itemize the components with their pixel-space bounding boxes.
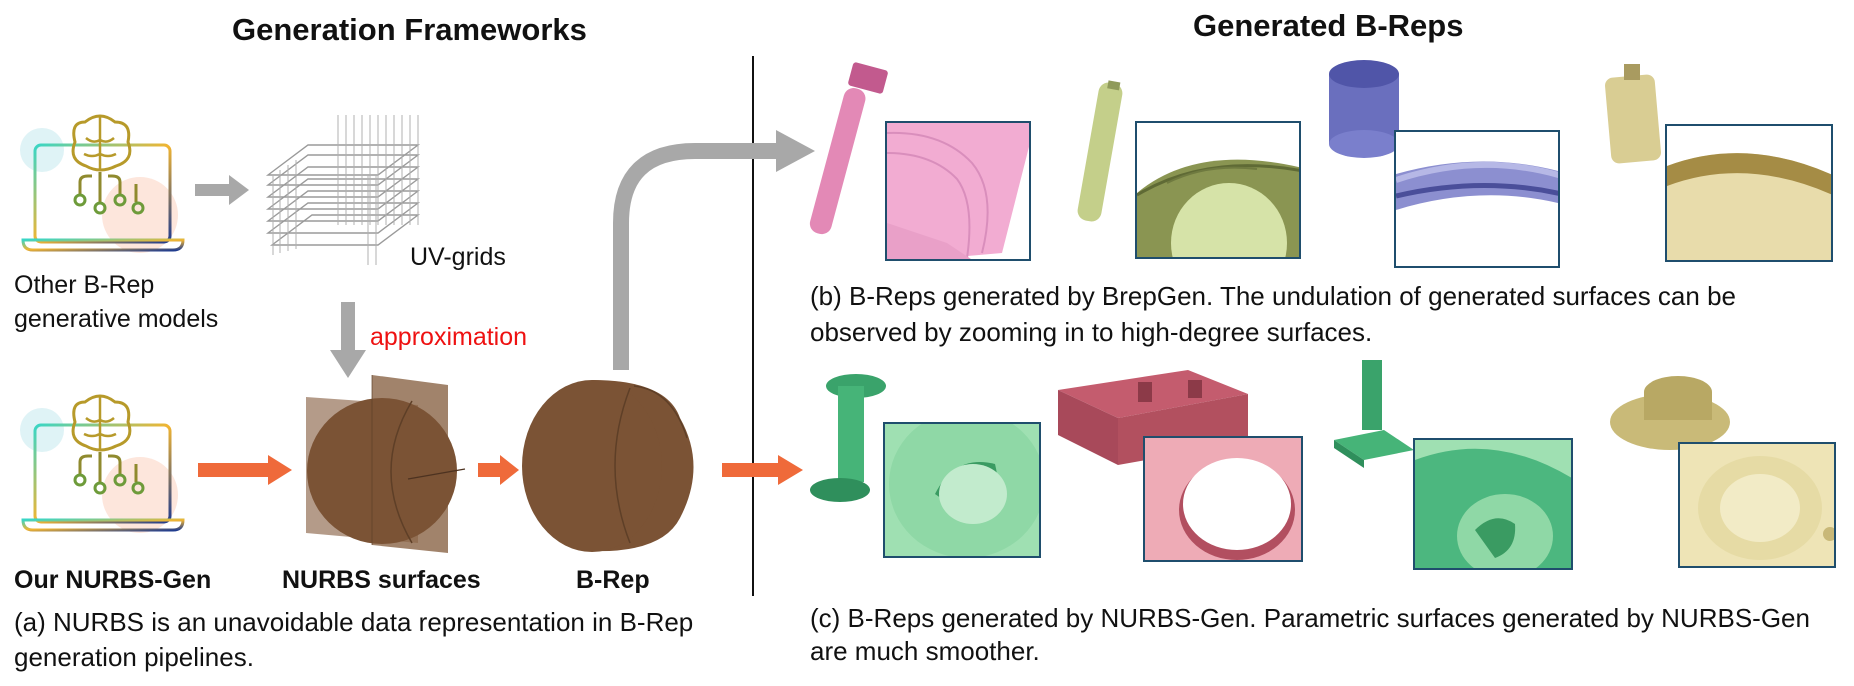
left-panel-title: Generation Frameworks [232,12,587,47]
orange-arrow-to-brep [478,455,519,485]
inset-green-zoom [1135,121,1301,259]
other-models-label-line2: generative models [14,305,219,333]
caption-c-line2: are much smoother. [810,636,1040,666]
nurbs-surfaces-label: NURBS surfaces [282,566,481,594]
ai-brain-laptop-icon [20,114,185,253]
inset-tan-zoom [1665,124,1833,262]
ai-brain-laptop-icon-ours [20,394,185,533]
tan-flange-model [1610,376,1730,450]
inset-green-spool-zoom [883,422,1041,558]
brep-cylinder-icon [522,380,694,552]
caption-a-line2: generation pipelines. [14,642,254,672]
caption-c-line1: (c) B-Reps generated by NURBS-Gen. Param… [810,603,1810,633]
green-cylinder-model [1077,80,1123,222]
inset-red-zoom [1143,436,1303,562]
gray-curved-arrow [613,130,815,370]
brep-label: B-Rep [576,566,650,594]
gray-arrow-to-uv-grids [195,175,249,205]
inset-tan-flange-zoom [1678,442,1836,568]
green-spool-model [810,374,886,502]
approximation-label: approximation [370,323,528,351]
uv-grids-label: UV-grids [410,243,506,271]
green-bracket-model [1334,360,1414,468]
inset-blue-zoom [1394,130,1560,268]
blue-cylinder-model [1329,60,1399,158]
caption-a-line1: (a) NURBS is an unavoidable data represe… [14,607,694,637]
uv-grid-icon [265,115,421,265]
nurbs-patch-icon [306,375,466,553]
orange-arrow-to-nurbs [198,455,292,485]
right-panel-title: Generated B-Reps [1193,8,1464,43]
caption-b-line2: observed by zooming in to high-degree su… [810,317,1373,347]
other-models-label-line1: Other B-Rep [14,271,155,299]
caption-b-line1: (b) B-Reps generated by BrepGen. The und… [810,281,1736,311]
pink-bolt-model [809,62,888,235]
inset-green-bracket-zoom [1413,438,1573,570]
inset-pink-zoom [885,121,1031,261]
gray-arrow-down [330,302,366,378]
our-model-label: Our NURBS-Gen [14,566,212,594]
orange-arrow-to-results [722,455,803,485]
tan-cylinder-model [1605,64,1661,164]
panel-divider [752,56,754,596]
